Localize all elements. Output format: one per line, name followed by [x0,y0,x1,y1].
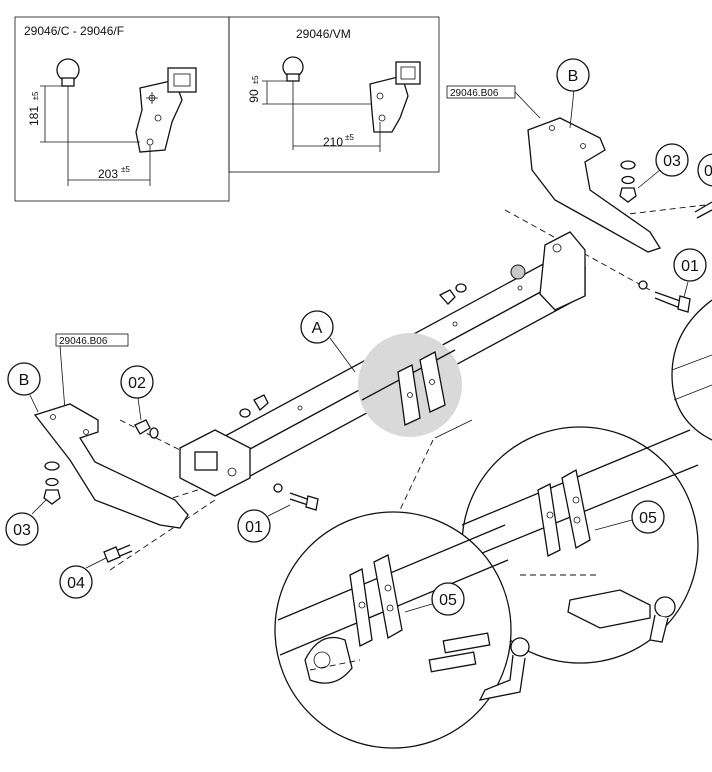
crossbar-left-end [179,429,251,497]
callout-B-left: B [7,362,41,413]
callout-01-right: 01 [673,248,707,298]
ball-icon [654,596,676,618]
nut-icon [253,394,269,412]
svg-text:29046.B06: 29046.B06 [450,88,499,99]
inset-right-dim-vertical-tol: ±5 [251,75,260,84]
inset-left-dim-vertical-tol: ±5 [31,91,40,100]
svg-text:B: B [19,372,30,389]
tag-left-bracket: 29046.B06 [55,333,129,411]
svg-text:04: 04 [67,575,85,592]
cut-edge-circle [671,299,712,441]
callout-03-right: 03 [637,143,689,189]
callout-A: A [300,310,356,373]
svg-text:A: A [312,320,323,337]
callout-04: 04 [59,557,107,599]
washer-icon [273,483,283,493]
nut-icon [438,289,456,305]
bracket-B-left [33,403,189,529]
callout-05-bottom: 05 [404,582,465,616]
svg-text:05: 05 [439,592,457,609]
svg-text:05: 05 [639,510,657,527]
washer-icon [621,175,635,185]
bolt-icon [117,544,133,557]
washer-icon [239,408,251,418]
washer-icon [620,160,636,170]
washer-icon [149,427,159,439]
washer-icon [455,283,467,293]
callout-01-left: 01 [237,504,291,543]
threaded-rod-icon [694,201,712,219]
callout-03-left: 03 [5,499,47,546]
svg-text:01: 01 [681,258,699,275]
washer-icon [45,477,59,487]
inset-left-dim-vertical: 181 [27,106,41,126]
svg-text:03: 03 [13,522,31,539]
callout-B-right: B [556,58,590,129]
inset-left: 29046/C - 29046/F 181 ±5 203 ±5 [14,16,230,202]
bolt-icon [654,291,684,309]
washer-icon [638,280,648,290]
callout-05-top: 05 [594,500,665,534]
svg-text:29046.B06: 29046.B06 [59,336,108,347]
inset-left-dim-horizontal-tol: ±5 [121,165,130,174]
washer-icon [44,461,60,471]
inset-left-dim-horizontal: 203 [98,167,118,181]
inset-right-dim-horizontal-tol: ±5 [345,133,354,142]
crossbar-right-end [510,231,586,311]
detail-view-bottom [274,511,530,749]
svg-text:B: B [568,68,579,85]
callout-cut-edge: 0 [697,153,712,187]
detail-view-top [461,426,699,664]
callout-02: 02 [120,365,154,421]
inset-right-dim-vertical: 90 [247,89,261,103]
inset-right-dim-horizontal: 210 [323,135,343,149]
bolt-icon [289,492,311,506]
nut-icon [134,419,151,435]
inset-right: 29046/VM 90 ±5 210 ±5 [228,16,440,173]
svg-text:02: 02 [128,375,146,392]
inset-left-title: 29046/C - 29046/F [24,24,124,38]
tag-right-bracket: 29046.B06 [446,85,541,119]
svg-text:0: 0 [704,163,712,180]
svg-text:01: 01 [245,519,263,536]
nut-icon [43,489,61,505]
inset-right-title: 29046/VM [296,27,351,41]
ball-icon [510,637,530,657]
inset-right-frame [228,16,440,173]
svg-text:03: 03 [663,153,681,170]
nut-icon [619,187,637,203]
bracket-B-right [527,117,661,253]
